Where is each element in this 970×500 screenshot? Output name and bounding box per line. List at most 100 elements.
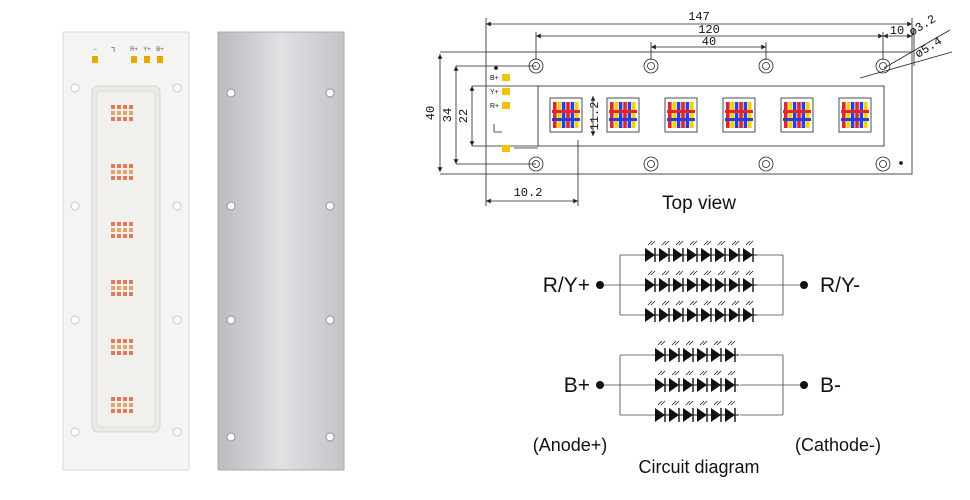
diode xyxy=(715,308,725,322)
led-chip xyxy=(111,397,133,413)
mounting-hole xyxy=(325,315,335,325)
diode xyxy=(725,348,735,362)
pad-label-y: Y+ xyxy=(490,89,499,96)
diode xyxy=(701,278,711,292)
diode xyxy=(715,248,725,262)
diode xyxy=(669,408,679,422)
diode xyxy=(645,248,655,262)
dim-label-10-2: 10.2 xyxy=(514,186,543,200)
mounting-hole xyxy=(172,427,182,437)
diode xyxy=(659,308,669,322)
diode xyxy=(697,348,707,362)
diode xyxy=(655,378,665,392)
pin1-dot xyxy=(494,66,498,70)
pcb-back-photo xyxy=(217,31,345,471)
mounting-hole xyxy=(226,201,236,211)
diode xyxy=(711,408,721,422)
diode xyxy=(687,248,697,262)
pcb-pad xyxy=(157,56,163,63)
mounting-hole xyxy=(70,315,80,325)
diode xyxy=(683,378,693,392)
mounting-hole xyxy=(528,58,544,74)
diode xyxy=(743,248,753,262)
circuit-caption: Circuit diagram xyxy=(638,457,759,477)
pcb-pad xyxy=(92,56,98,63)
diode-series-string xyxy=(645,240,757,262)
mounting-hole xyxy=(758,58,774,74)
mounting-hole xyxy=(875,156,891,172)
diode xyxy=(701,308,711,322)
diode xyxy=(683,348,693,362)
mounting-hole xyxy=(172,201,182,211)
led-chip xyxy=(606,97,640,133)
diode xyxy=(659,278,669,292)
mounting-hole xyxy=(325,432,335,442)
mounting-hole xyxy=(70,83,80,93)
diode-series-string xyxy=(655,400,739,422)
dim-label-40: 40 xyxy=(702,35,716,49)
top-view-holes xyxy=(528,58,891,172)
circuit-labels: R/Y+ R/Y- B+ B- xyxy=(543,274,860,397)
terminal-b-plus xyxy=(596,381,604,389)
hole-leader xyxy=(883,29,951,69)
mounting-hole xyxy=(325,88,335,98)
back-mounting-holes xyxy=(226,88,335,442)
led-chip xyxy=(111,164,133,180)
board-outline xyxy=(485,51,913,175)
circuit-terminals xyxy=(596,281,808,389)
label-b-minus: B- xyxy=(820,374,841,397)
diode xyxy=(645,278,655,292)
pcb-pad-label: B+ xyxy=(156,47,164,53)
diode xyxy=(659,248,669,262)
diode xyxy=(673,278,683,292)
diode xyxy=(743,278,753,292)
mounting-hole xyxy=(758,156,774,172)
diode xyxy=(669,348,679,362)
polarity-mark xyxy=(493,124,502,133)
diode xyxy=(711,378,721,392)
top-view-pads: B+ Y+ R+ xyxy=(490,74,510,152)
pad-y-plus xyxy=(502,88,510,95)
pcb-front-photo: − L R+ Y+ B+ xyxy=(62,31,190,471)
label-anode: (Anode+) xyxy=(533,435,608,455)
dim-label-120: 120 xyxy=(698,23,720,37)
mounting-hole xyxy=(875,58,891,74)
diode xyxy=(655,348,665,362)
mounting-hole xyxy=(172,315,182,325)
diode xyxy=(701,248,711,262)
diode xyxy=(729,308,739,322)
diode xyxy=(715,278,725,292)
diode-series-string xyxy=(645,300,757,322)
mounting-hole xyxy=(226,315,236,325)
diode xyxy=(725,378,735,392)
diode xyxy=(669,378,679,392)
terminal-ry-minus xyxy=(800,281,808,289)
top-view-led-chips xyxy=(549,97,872,133)
pcb-pad xyxy=(131,56,137,63)
label-ry-plus: R/Y+ xyxy=(543,274,590,297)
dim-label-147: 147 xyxy=(688,10,710,24)
pad-r-plus xyxy=(502,102,510,109)
pad-b-plus xyxy=(502,74,510,81)
mounting-hole xyxy=(226,88,236,98)
dim-label-40-vertical: 40 xyxy=(424,106,438,120)
led-chip xyxy=(722,97,756,133)
diode-series-string xyxy=(655,340,739,362)
led-chip xyxy=(111,105,133,121)
label-ry-minus: R/Y- xyxy=(820,274,860,297)
led-chip xyxy=(111,222,133,238)
led-window xyxy=(537,85,885,147)
diode xyxy=(743,308,753,322)
pcb-pad-label: L xyxy=(111,45,115,52)
diode-series-string xyxy=(645,270,757,292)
terminal-b-minus xyxy=(800,381,808,389)
diode xyxy=(687,278,697,292)
led-chip xyxy=(549,97,583,133)
diode-strings xyxy=(645,240,757,422)
diode xyxy=(655,408,665,422)
diode xyxy=(673,308,683,322)
terminal-ry-plus xyxy=(596,281,604,289)
led-chip xyxy=(111,339,133,355)
pad-label-b: B+ xyxy=(490,75,499,82)
